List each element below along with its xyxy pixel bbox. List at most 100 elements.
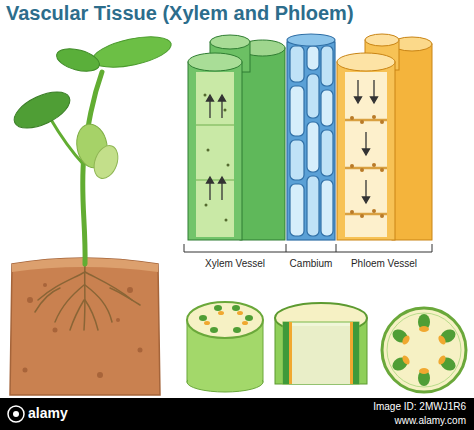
cambium-cells-part (290, 184, 304, 236)
null-part-part (242, 321, 248, 325)
seedling-part (90, 142, 122, 181)
null-part-part (70, 300, 84, 330)
null-part-part (380, 120, 384, 124)
cross-section-middle-part (353, 322, 359, 384)
watermark-bar-part (0, 398, 474, 430)
phloem-vessels-part (345, 72, 387, 237)
null-part-part (437, 334, 447, 346)
seedling-part (54, 45, 102, 76)
label-bracket-part (184, 244, 432, 252)
null-part-part (221, 182, 222, 200)
null-part-part (196, 179, 234, 181)
label-bracket (184, 244, 432, 252)
null-part-part (225, 219, 228, 222)
null-part-part (419, 368, 429, 374)
null-part-part (355, 97, 362, 103)
null-part (207, 95, 226, 200)
null-part-part (84, 264, 85, 330)
null-part-part (35, 288, 60, 312)
seedling-part (90, 31, 174, 73)
null-part (350, 115, 384, 218)
label-bracket-part (336, 244, 337, 252)
null-part-part (209, 100, 210, 118)
phloem-vessels-part (337, 53, 395, 71)
null-part-part (23, 368, 28, 373)
watermark: www.alamy.com (395, 415, 467, 426)
null-part-part (219, 177, 226, 183)
null-part-part (401, 334, 411, 346)
null-part-part (38, 272, 85, 300)
null-part-part (363, 197, 370, 203)
null-part (35, 264, 140, 330)
null-part-part (372, 163, 376, 167)
null-part (390, 314, 458, 386)
phloem-vessels-part (365, 34, 399, 46)
null-part-part (27, 297, 33, 303)
null-part-part (419, 326, 429, 332)
cross-section-left-part (187, 302, 263, 338)
null-part-part (380, 168, 384, 172)
cambium-cells-part (287, 34, 335, 46)
label-bracket-part (286, 244, 287, 252)
watermark-bar-part (8, 406, 24, 422)
null-part-part (214, 305, 222, 311)
seedling-part (10, 258, 160, 395)
phloem-vessels-part (337, 62, 395, 240)
cambium-cells-part (287, 42, 335, 240)
cross-section-left (187, 302, 263, 392)
null-part-part (110, 288, 140, 305)
null-part-part (53, 328, 58, 333)
null-part-part (204, 321, 210, 325)
part-label: Cambium (290, 258, 333, 269)
xylem-vessels-part (240, 48, 285, 240)
seedling (9, 31, 174, 395)
cambium-cells-part (307, 122, 319, 172)
null-part-part (357, 80, 358, 98)
cambium-cells-part (321, 90, 333, 126)
null-part-part (365, 180, 366, 198)
null-part-part (365, 132, 366, 150)
cross-section-middle-part (291, 326, 351, 384)
null-part (196, 125, 234, 180)
cross-section-middle-part (275, 318, 367, 384)
null-part-part (245, 315, 253, 321)
null-part-part (372, 209, 376, 213)
null-part-part (85, 285, 112, 322)
null-part (355, 80, 378, 203)
null-part-part (204, 94, 207, 97)
watermark-bar-part (13, 411, 19, 417)
null-part-part (350, 210, 354, 214)
null-part-part (209, 182, 210, 200)
part-label: Xylem Vessel (205, 258, 265, 269)
null-part-part (210, 327, 218, 333)
null-part-part (221, 100, 222, 118)
null-part-part (55, 285, 84, 322)
cambium-cells (287, 34, 335, 240)
seedling-part (9, 85, 75, 136)
xylem-vessels (188, 35, 285, 240)
xylem-vessels-part (210, 35, 250, 49)
phloem-vessels (337, 34, 432, 240)
cross-section-left-part (188, 370, 262, 382)
cambium-cells-part (307, 74, 319, 118)
diagram-title: Vascular Tissue (Xylem and Phloem) (6, 2, 354, 25)
cross-section-middle-part (289, 322, 292, 384)
null-part-part (85, 300, 98, 330)
null-part-part (97, 372, 103, 378)
null-part-part (237, 311, 243, 315)
part-label: Phloem Vessel (351, 258, 417, 269)
cross-section-middle-part (350, 322, 353, 384)
null-part-part (372, 115, 376, 119)
null-part-part (360, 120, 364, 124)
null-part-part (196, 124, 234, 126)
null-part-part (350, 164, 354, 168)
null-part-part (138, 348, 143, 353)
null-part-part (437, 354, 447, 366)
null-part-part (207, 177, 214, 183)
null-part-part (363, 149, 370, 155)
null-part-part (207, 95, 214, 101)
cross-section-right-part (382, 308, 466, 392)
null-part-part (350, 116, 354, 120)
